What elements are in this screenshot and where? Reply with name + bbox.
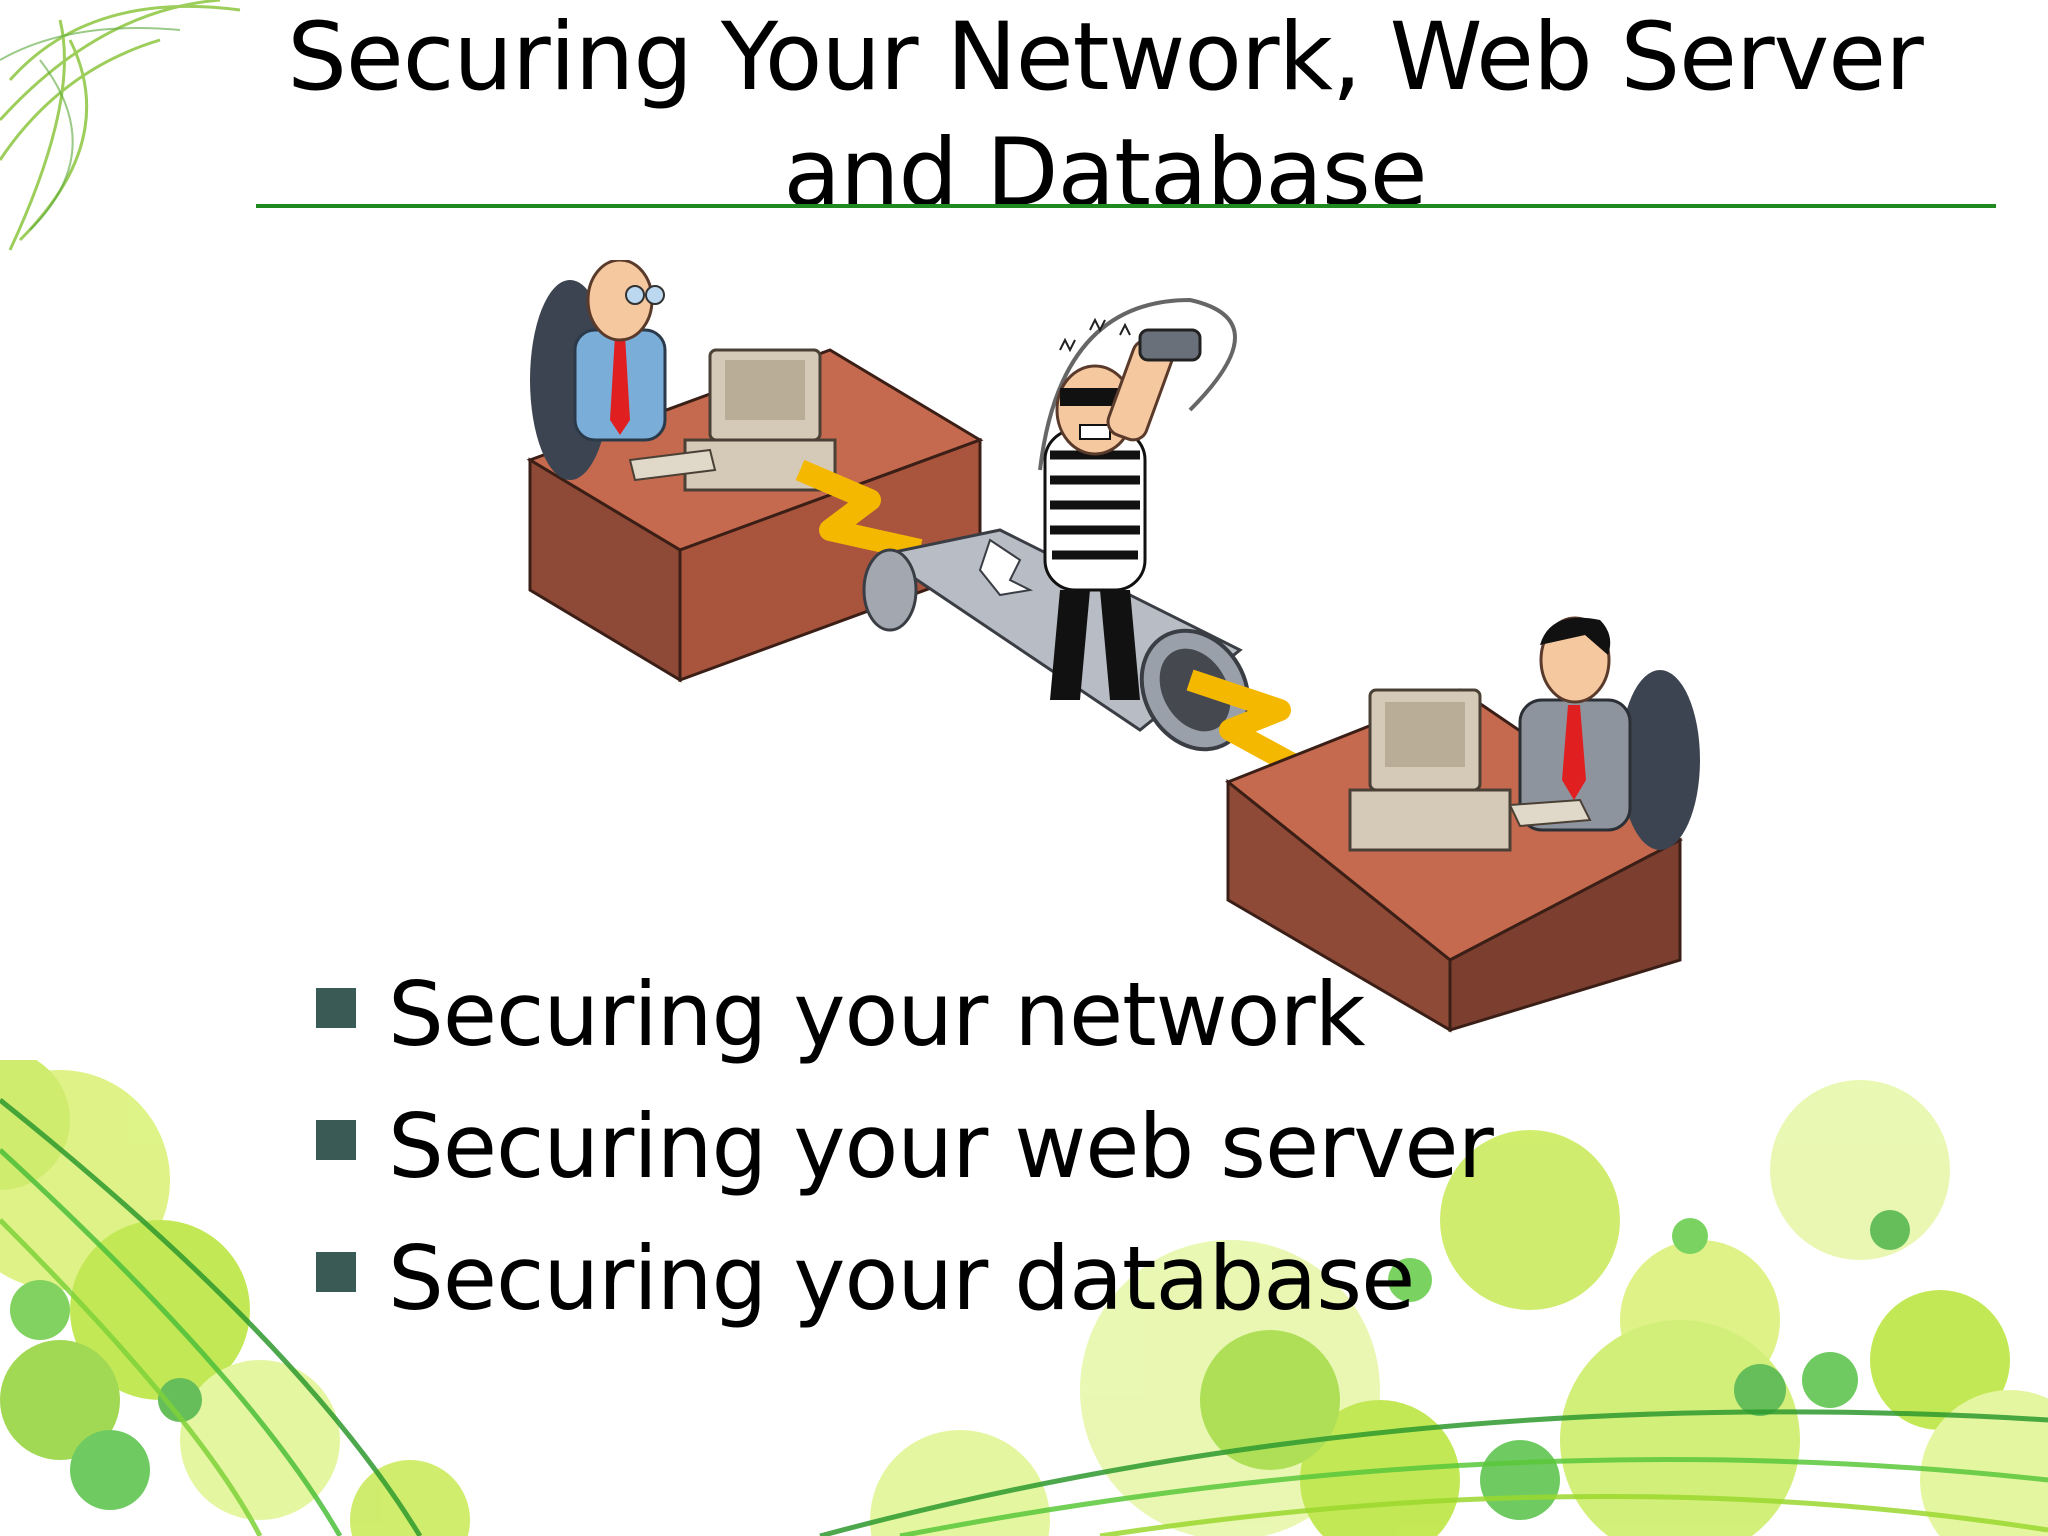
corner-swirl-decoration: [0, 0, 241, 251]
title-underline: [256, 204, 1996, 208]
bullet-list: Securing your network Securing your web …: [316, 948, 1494, 1344]
right-computer: [1348, 688, 1592, 852]
list-item: Securing your network: [316, 948, 1493, 1080]
right-user-figure: [1518, 616, 1700, 850]
left-user-figure: [530, 260, 667, 480]
hacker-figure: [1038, 297, 1237, 700]
slide-title: Securing Your Network, Web Server and Da…: [287, 3, 1924, 228]
hacker-interception-illustration: [526, 260, 1700, 1033]
square-bullet-icon: [316, 988, 356, 1028]
bullet-text: Securing your web server: [388, 1094, 1494, 1198]
square-bullet-icon: [316, 1252, 356, 1292]
list-item: Securing your database: [316, 1212, 1493, 1344]
bullet-text: Securing your network: [388, 962, 1366, 1066]
signal-bolt-left: [795, 459, 923, 561]
bullet-text: Securing your database: [388, 1226, 1415, 1330]
list-item: Securing your web server: [316, 1080, 1494, 1212]
square-bullet-icon: [316, 1120, 356, 1160]
green-circles-decoration: [0, 1060, 2048, 1536]
